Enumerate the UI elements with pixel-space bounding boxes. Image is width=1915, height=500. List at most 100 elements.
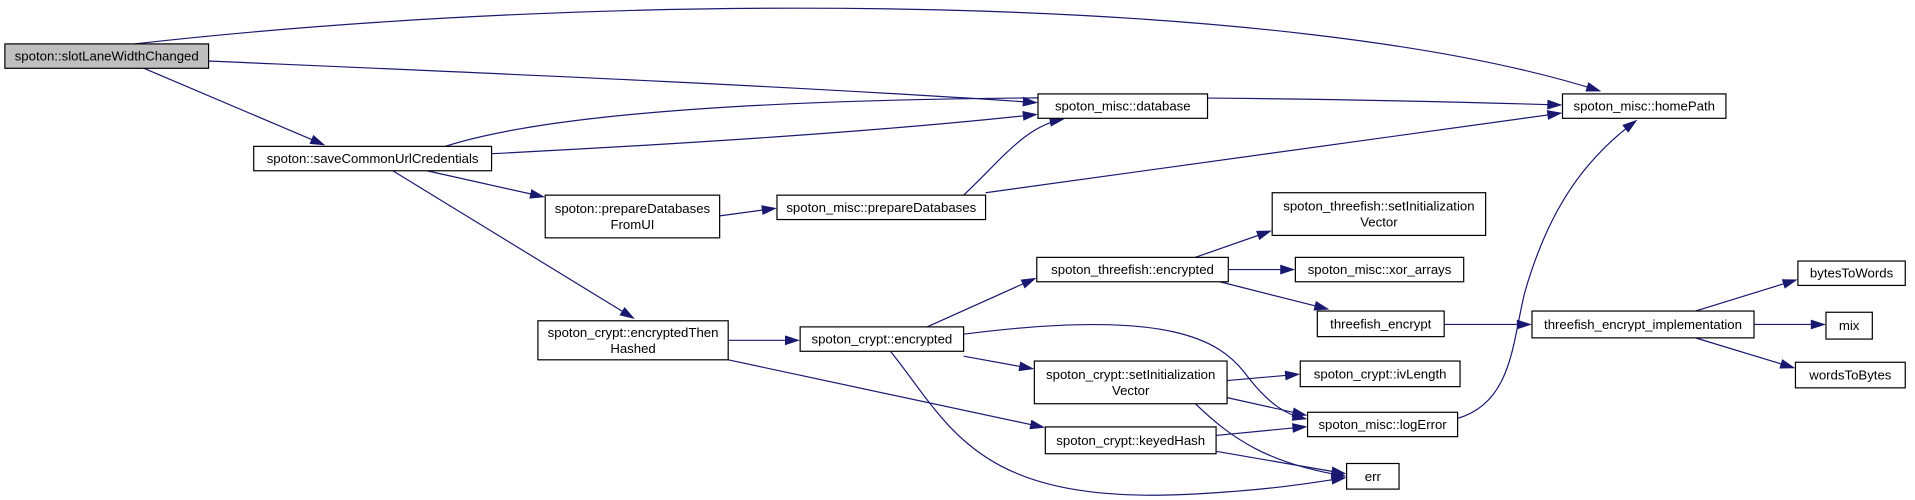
edge-threefishImpl-to-wordsToBytes: [1695, 337, 1796, 369]
edge-arrowhead: [1029, 419, 1046, 430]
node-box: [1271, 192, 1487, 237]
edge-line: [1219, 281, 1327, 310]
node-label-line: spoton_misc::prepareDatabases: [786, 200, 976, 215]
node-label-line: spoton_crypt::keyedHash: [1056, 433, 1205, 448]
edge-cryptEncrypted-to-threefishEncrypted: [926, 277, 1037, 328]
node-label-line: mix: [1839, 318, 1860, 333]
node-threefishImpl[interactable]: threefish_encrypt_implementation: [1531, 310, 1755, 339]
edge-threefishImpl-to-mix: [1753, 319, 1826, 330]
node-saveCommonUrlCredentials[interactable]: spoton::saveCommonUrlCredentials: [253, 145, 493, 172]
node-box: [1036, 256, 1229, 283]
edge-keyedHash-to-logError: [1216, 423, 1308, 437]
edge-arrowhead: [1622, 119, 1638, 133]
edge-arrowhead: [1280, 264, 1296, 275]
edge-arrowhead: [761, 205, 777, 215]
edge-threefishImpl-to-bytesToWords: [1695, 279, 1798, 312]
edge-line: [1695, 279, 1795, 312]
edge-keyedHash-to-err: [1215, 450, 1347, 477]
edge-line: [1227, 373, 1297, 382]
edge-arrowhead: [619, 306, 635, 320]
edge-line: [134, 7, 1599, 91]
edge-arrowhead: [1546, 110, 1563, 120]
node-miscDatabase[interactable]: spoton_misc::database: [1037, 93, 1209, 119]
edge-arrowhead: [1020, 277, 1037, 289]
edge-line: [1695, 337, 1792, 368]
node-logError[interactable]: spoton_misc::logError: [1306, 411, 1459, 438]
node-label-line: spoton_threefish::encrypted: [1051, 262, 1214, 277]
edge-cryptSetIV-to-logError: [1226, 397, 1308, 417]
node-label-line: threefish_encrypt_implementation: [1544, 317, 1742, 332]
edge-cryptSetIV-to-ivLength: [1227, 370, 1301, 382]
edge-line: [1215, 450, 1344, 474]
node-label-line: spoton_crypt::setInitialization: [1046, 367, 1215, 382]
edge-line: [1194, 403, 1344, 477]
edge-line: [1216, 426, 1304, 437]
node-ivLength[interactable]: spoton_crypt::ivLength: [1299, 360, 1461, 388]
node-label-line: bytesToWords: [1810, 266, 1894, 281]
edge-cryptEncrypted-to-cryptSetIV: [963, 355, 1035, 372]
node-box: [537, 320, 729, 361]
node-miscPrepareDatabases[interactable]: spoton_misc::prepareDatabases: [776, 194, 987, 221]
node-box: [1306, 411, 1459, 438]
node-mix[interactable]: mix: [1825, 311, 1873, 340]
node-box: [1299, 360, 1461, 388]
node-wordsToBytes[interactable]: wordsToBytes: [1794, 361, 1906, 389]
edge-arrowhead: [1810, 319, 1826, 330]
edge-saveCommonUrlCredentials-to-encryptedThenHashed: [392, 170, 635, 320]
node-box: [1316, 310, 1445, 338]
node-box: [1561, 93, 1727, 119]
node-box: [1531, 310, 1755, 339]
node-box: [1044, 426, 1217, 455]
edge-line: [985, 112, 1559, 194]
node-threefishEncrypted[interactable]: spoton_threefish::encrypted: [1036, 256, 1229, 283]
edge-arrowhead: [1330, 466, 1347, 477]
node-cryptEncrypted[interactable]: spoton_crypt::encrypted: [799, 326, 965, 352]
node-homePath[interactable]: spoton_misc::homePath: [1561, 93, 1727, 119]
edge-arrowhead: [529, 189, 546, 199]
edge-line: [491, 114, 1035, 155]
call-graph-nodes: spoton::slotLaneWidthChangedspoton::save…: [4, 43, 1906, 490]
node-label-line: Vector: [1112, 383, 1150, 398]
node-label-line: spoton_crypt::encryptedThen: [548, 325, 719, 340]
edge-miscPrepareDatabases-to-homePath: [985, 110, 1563, 194]
edge-threefishEncrypted-to-threefishEncrypt: [1219, 281, 1330, 311]
edge-arrowhead: [1022, 111, 1038, 121]
edge-line: [1226, 397, 1305, 416]
edge-arrowhead: [1018, 361, 1035, 372]
edge-arrowhead: [1291, 407, 1308, 417]
node-label-line: spoton_misc::homePath: [1573, 99, 1714, 114]
edge-line: [1457, 121, 1635, 419]
edge-line: [426, 170, 542, 197]
edge-line: [208, 60, 1035, 104]
edge-arrowhead: [1291, 423, 1308, 433]
edge-line: [889, 350, 1344, 496]
edge-line: [445, 97, 1559, 147]
node-err[interactable]: err: [1345, 462, 1400, 490]
edge-logError-to-homePath: [1457, 119, 1638, 419]
edge-threefishEncrypted-to-xorArrays: [1228, 264, 1296, 275]
node-label-line: spoton::saveCommonUrlCredentials: [267, 151, 479, 166]
edge-line: [392, 170, 633, 318]
node-slotLaneWidthChanged[interactable]: spoton::slotLaneWidthChanged: [4, 43, 210, 69]
node-threefishEncrypt[interactable]: threefish_encrypt: [1316, 310, 1445, 338]
edge-threefishEncrypted-to-threefishSetIV: [1195, 230, 1272, 258]
node-xorArrays[interactable]: spoton_misc::xor_arrays: [1294, 256, 1465, 283]
node-label-line: spoton_misc::logError: [1318, 417, 1447, 432]
node-label-line: Hashed: [610, 341, 655, 356]
node-keyedHash[interactable]: spoton_crypt::keyedHash: [1044, 426, 1217, 455]
edge-line: [1195, 231, 1269, 258]
edge-arrowhead: [309, 134, 326, 146]
node-bytesToWords[interactable]: bytesToWords: [1797, 260, 1906, 287]
node-threefishSetIV[interactable]: spoton_threefish::setInitializationVecto…: [1271, 192, 1487, 237]
node-label-line: Vector: [1360, 215, 1398, 230]
edge-encryptedThenHashed-to-keyedHash: [728, 359, 1046, 430]
edge-prepareDatabasesFromUI-to-miscPrepareDatabases: [719, 205, 777, 217]
edge-saveCommonUrlCredentials-to-prepareDatabasesFromUI: [426, 170, 546, 199]
edge-slotLaneWidthChanged-to-miscDatabase: [208, 60, 1038, 107]
edge-saveCommonUrlCredentials-to-miscDatabase: [491, 111, 1038, 155]
node-box: [1825, 311, 1873, 340]
node-label-line: FromUI: [610, 217, 654, 232]
